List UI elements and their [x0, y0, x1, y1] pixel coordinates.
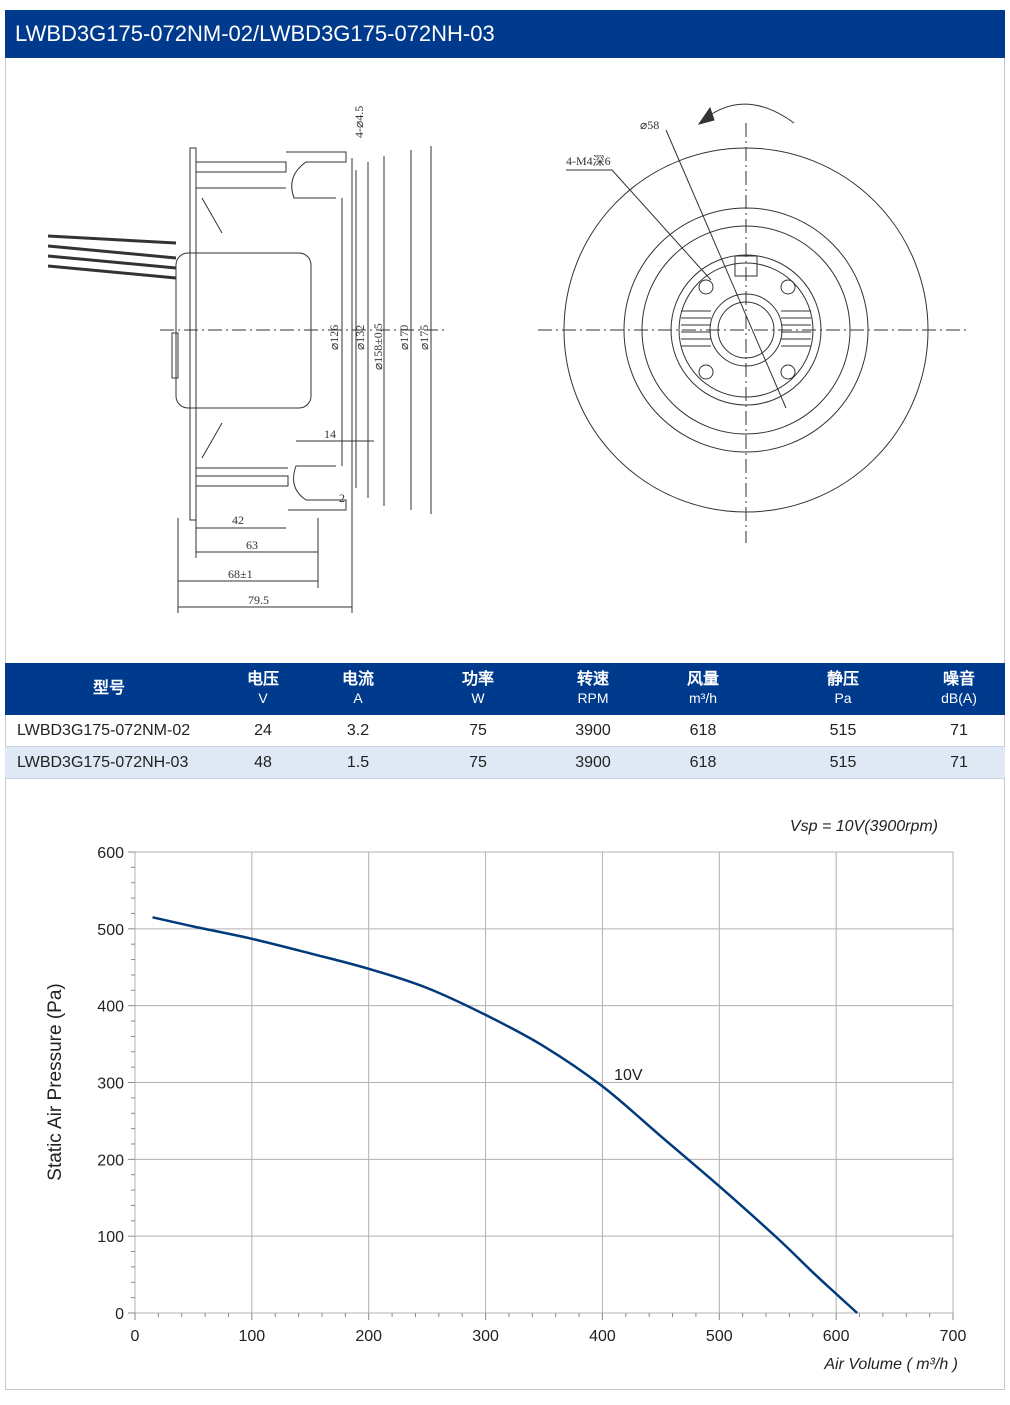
- x-tick-label: 500: [706, 1328, 733, 1345]
- cell-current: 1.5: [313, 746, 403, 779]
- side-view-labels: 4-⌀4.5 ⌀126 ⌀132 ⌀158±0.5 ⌀170 ⌀175 14 2…: [228, 106, 431, 607]
- series-line-10v: [152, 916, 859, 1314]
- y-tick-label: 500: [97, 922, 124, 939]
- dim-d158-label: ⌀158±0.5: [371, 323, 385, 370]
- y-axis-label: Static Air Pressure (Pa): [45, 983, 66, 1180]
- cell-power: 75: [403, 746, 553, 779]
- x-axis-label: Air Volume ( m³/h ): [823, 1356, 958, 1373]
- table-row: LWBD3G175-072NM-02 24 3.2 75 3900 618 51…: [5, 715, 1005, 747]
- chart-ticks: 0 100 200 300 400 500 600 700 0 100 200 300 400 500 60…: [97, 845, 966, 1345]
- dim-14-label: 14: [324, 427, 336, 441]
- cell-pressure: 515: [773, 715, 913, 747]
- x-tick-label: 0: [131, 1328, 140, 1345]
- front-view-labels: ⌀58 4-M4深6: [566, 118, 659, 168]
- series-label: 10V: [614, 1067, 643, 1084]
- cell-voltage: 24: [213, 715, 313, 747]
- side-view: [47, 146, 446, 613]
- pq-chart: Vsp = 10V(3900rpm) Static Air Pressure (…: [45, 818, 966, 1373]
- x-tick-label: 400: [589, 1328, 616, 1345]
- front-view: [538, 103, 966, 543]
- cell-noise: 71: [913, 746, 1005, 779]
- y-tick-label: 400: [97, 999, 124, 1016]
- page-title: LWBD3G175-072NM-02/LWBD3G175-072NH-03: [5, 10, 1005, 58]
- cell-model: LWBD3G175-072NH-03: [5, 746, 213, 779]
- cell-speed: 3900: [553, 715, 633, 747]
- x-tick-label: 300: [472, 1328, 499, 1345]
- cell-airflow: 618: [633, 746, 773, 779]
- y-tick-label: 200: [97, 1152, 124, 1169]
- x-tick-label: 100: [239, 1328, 266, 1345]
- dim-d126-label: ⌀126: [327, 325, 341, 350]
- dim-d132-label: ⌀132: [353, 325, 367, 350]
- chart-grid: [134, 851, 954, 1314]
- cell-airflow: 618: [633, 715, 773, 747]
- cell-pressure: 515: [773, 746, 913, 779]
- dim-2-label: 2: [339, 491, 345, 505]
- dim-d58-label: ⌀58: [640, 118, 659, 132]
- cell-current: 3.2: [313, 715, 403, 747]
- dim-4-hole-label: 4-⌀4.5: [352, 106, 366, 138]
- dim-42-label: 42: [232, 513, 244, 527]
- x-tick-label: 700: [940, 1328, 967, 1345]
- dim-d175-label: ⌀175: [417, 325, 431, 350]
- dim-68-label: 68±1: [228, 567, 253, 581]
- chart-annotation: Vsp = 10V(3900rpm): [790, 818, 938, 835]
- cell-model: LWBD3G175-072NM-02: [5, 715, 213, 747]
- y-tick-label: 100: [97, 1229, 124, 1246]
- y-tick-label: 600: [97, 845, 124, 862]
- cell-noise: 71: [913, 715, 1005, 747]
- cell-power: 75: [403, 715, 553, 747]
- cell-voltage: 48: [213, 746, 313, 779]
- dim-d170-label: ⌀170: [397, 325, 411, 350]
- dim-79-label: 79.5: [248, 593, 269, 607]
- x-tick-label: 200: [355, 1328, 382, 1345]
- chart-series: 10V: [152, 916, 859, 1314]
- dim-63-label: 63: [246, 538, 258, 552]
- y-tick-label: 300: [97, 1076, 124, 1093]
- table-row: LWBD3G175-072NH-03 48 1.5 75 3900 618 51…: [5, 746, 1005, 779]
- technical-drawing: 4-⌀4.5 ⌀126 ⌀132 ⌀158±0.5 ⌀170 ⌀175 14 2…: [47, 103, 966, 613]
- col-model: 型号: [5, 663, 213, 715]
- y-tick-label: 0: [115, 1306, 124, 1323]
- dim-m4-label: 4-M4深6: [566, 154, 611, 168]
- cell-speed: 3900: [553, 746, 633, 779]
- x-tick-label: 600: [823, 1328, 850, 1345]
